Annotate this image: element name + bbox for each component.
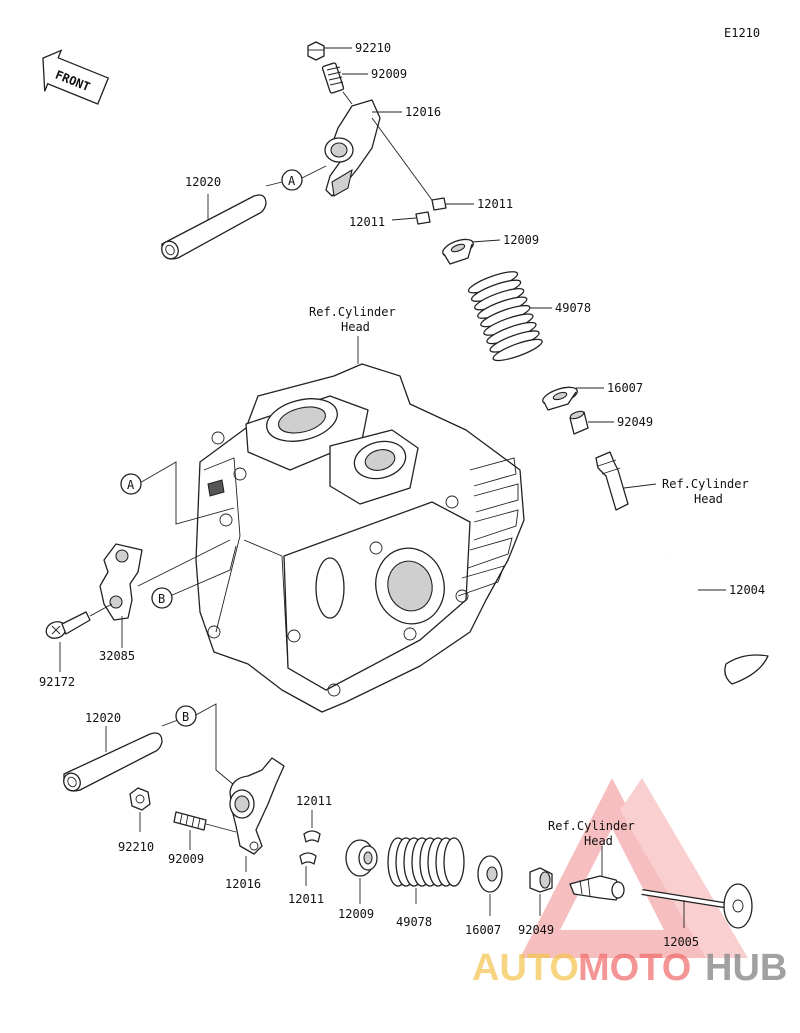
label-92049-bottom[interactable]: 92049: [518, 923, 554, 937]
label-ref-cyl-head-bottom-2: Head: [584, 834, 613, 848]
label-16007-top[interactable]: 16007: [607, 381, 643, 395]
watermark-moto: MOTO: [578, 947, 691, 989]
callout-b-lower-circle[interactable]: [175, 705, 197, 727]
label-ref-cyl-head-top-2: Head: [341, 320, 370, 334]
part-92049-bottom-seal[interactable]: [529, 867, 553, 893]
label-12016-bottom[interactable]: 12016: [225, 877, 261, 891]
callout-a-upper-label: A: [288, 174, 296, 188]
label-16007-bottom[interactable]: 16007: [465, 923, 501, 937]
label-92210-top[interactable]: 92210: [355, 41, 391, 55]
callout-a-head-label: A: [127, 478, 135, 492]
callout-b-lower-label: B: [182, 710, 189, 724]
part-12016-bottom-rocker-arm[interactable]: [229, 757, 285, 855]
part-12011-bottom-cotter-upper[interactable]: [303, 830, 321, 843]
part-12016-top-rocker-arm[interactable]: [324, 99, 381, 197]
diagram-code: E1210: [724, 26, 760, 40]
label-92210-bottom[interactable]: 92210: [118, 840, 154, 854]
callout-a-head-circle[interactable]: [120, 473, 142, 495]
watermark-logo: [520, 778, 748, 958]
leader-12016-top-to-12011: [371, 117, 433, 201]
cylinder-head-ref[interactable]: [195, 363, 525, 713]
label-ref-cyl-head-guide-2: Head: [694, 492, 723, 506]
part-92210-bottom-nut[interactable]: [129, 787, 151, 811]
part-valve-guide-bottom[interactable]: [569, 875, 625, 901]
label-12009-top[interactable]: 12009: [503, 233, 539, 247]
leader-callout-b-mid: [169, 545, 237, 597]
part-12011-top-cotter-left[interactable]: [415, 211, 431, 225]
callout-a-upper-circle[interactable]: [281, 169, 303, 191]
part-12020-bottom-shaft[interactable]: [61, 732, 163, 794]
label-ref-cyl-head-guide-1: Ref.Cylinder: [662, 477, 749, 491]
part-12005-valve[interactable]: [641, 883, 753, 929]
part-16007-top-seat[interactable]: [541, 384, 580, 411]
part-12009-bottom-retainer[interactable]: [345, 839, 378, 877]
part-12004-valve[interactable]: [666, 554, 769, 685]
label-92049-top[interactable]: 92049: [617, 415, 653, 429]
watermark-hub: HUB: [705, 947, 787, 989]
label-32085[interactable]: 32085: [99, 649, 135, 663]
part-92009-bottom-screw[interactable]: [173, 811, 237, 833]
label-92009-top[interactable]: 92009: [371, 67, 407, 81]
part-valve-guide-top[interactable]: [595, 451, 629, 511]
label-12011-top-right[interactable]: 12011: [477, 197, 513, 211]
part-32085-plate[interactable]: [99, 543, 143, 621]
part-92210-top-nut[interactable]: [307, 41, 325, 61]
leader-callout-a-head: [137, 461, 235, 525]
part-49078-top-spring[interactable]: [467, 268, 545, 365]
label-12016-top[interactable]: 12016: [405, 105, 441, 119]
leader-callout-b-lower: [193, 703, 241, 791]
part-16007-bottom-seat[interactable]: [477, 855, 503, 893]
part-12020-top-shaft[interactable]: [159, 194, 267, 262]
label-12011-top-left[interactable]: 12011: [349, 215, 385, 229]
label-49078-bottom[interactable]: 49078: [396, 915, 432, 929]
label-ref-cyl-head-bottom-1: Ref.Cylinder: [548, 819, 635, 833]
part-12009-top-retainer[interactable]: [441, 236, 476, 265]
part-12011-bottom-cotter-lower[interactable]: [299, 852, 317, 865]
watermark-text: AUTO MOTO HUB: [472, 947, 787, 989]
label-12020-top[interactable]: 12020: [185, 175, 221, 189]
label-12009-bottom[interactable]: 12009: [338, 907, 374, 921]
callout-b-mid-circle[interactable]: [151, 587, 173, 609]
part-49078-bottom-spring[interactable]: [387, 837, 465, 887]
front-arrow-icon: FRONT: [42, 49, 110, 105]
callout-b-mid-label: B: [158, 592, 165, 606]
label-92172[interactable]: 92172: [39, 675, 75, 689]
part-92172-screw[interactable]: [44, 611, 91, 641]
part-92049-top-oil-seal[interactable]: [569, 410, 589, 435]
label-12005[interactable]: 12005: [663, 935, 699, 949]
watermark-auto: AUTO: [472, 947, 579, 989]
label-92009-bottom[interactable]: 92009: [168, 852, 204, 866]
label-12011-bottom-upper[interactable]: 12011: [296, 794, 332, 808]
label-12020-bottom[interactable]: 12020: [85, 711, 121, 725]
label-12011-bottom-lower[interactable]: 12011: [288, 892, 324, 906]
label-12004[interactable]: 12004: [729, 583, 765, 597]
leader-callout-a-upper: [265, 181, 283, 187]
label-ref-cyl-head-top-1: Ref.Cylinder: [309, 305, 396, 319]
part-12011-top-cotter-right[interactable]: [431, 197, 447, 211]
part-92009-top-screw[interactable]: [321, 62, 353, 105]
label-49078-top[interactable]: 49078: [555, 301, 591, 315]
